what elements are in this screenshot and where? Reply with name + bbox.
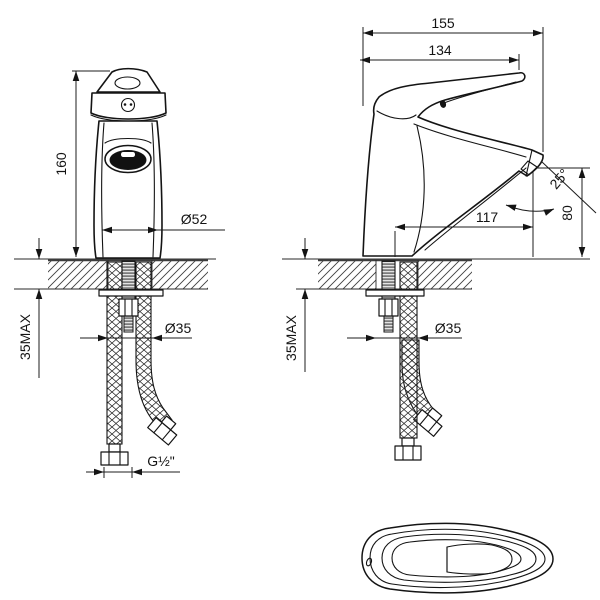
dim-height-label: 160 bbox=[53, 152, 69, 176]
dim-base-diameter-label: Ø52 bbox=[181, 211, 208, 227]
front-cap-band bbox=[90, 92, 167, 120]
hose-left bbox=[106, 261, 123, 445]
side-hose-front-nut bbox=[394, 445, 422, 461]
lever-indicator-dot bbox=[439, 100, 447, 108]
side-faucet-body bbox=[362, 71, 544, 257]
top-view-mark bbox=[365, 557, 373, 567]
front-nut bbox=[118, 298, 139, 317]
front-countertop bbox=[14, 258, 216, 290]
side-view: 155 134 117 80 25° bbox=[282, 15, 597, 461]
top-view bbox=[361, 522, 554, 594]
dim-thread-label: G½" bbox=[147, 453, 175, 469]
side-washer bbox=[365, 289, 425, 297]
top-view-lever-grip bbox=[446, 543, 513, 575]
hose-left-nut bbox=[100, 451, 129, 466]
front-mounting-stud bbox=[98, 260, 164, 333]
side-hose-front bbox=[399, 261, 418, 439]
dim-hole-diameter-label: Ø35 bbox=[165, 320, 192, 336]
front-dimensions: 160 Ø52 35MAX Ø35 G½" bbox=[17, 70, 225, 478]
dim-deck-thickness-label: 35MAX bbox=[17, 313, 33, 360]
side-mounting-stud bbox=[365, 260, 425, 333]
side-hoses bbox=[394, 261, 443, 461]
side-countertop bbox=[282, 258, 590, 290]
hose-left-collar bbox=[108, 443, 121, 453]
dim-spout-height-label: 80 bbox=[559, 205, 575, 221]
side-hose-rear-nut bbox=[413, 407, 443, 437]
side-nut bbox=[378, 298, 399, 317]
front-washer bbox=[98, 289, 164, 297]
handle-recess bbox=[114, 76, 141, 90]
dim-spout-reach-label: 117 bbox=[476, 209, 499, 225]
temp-indicator-button bbox=[120, 97, 136, 113]
dim-overall-length-label: 155 bbox=[431, 15, 455, 31]
hose-right-nut bbox=[147, 415, 178, 446]
aerator-hole bbox=[109, 150, 147, 170]
dim-side-deck-thickness-label: 35MAX bbox=[283, 314, 299, 361]
dim-handle-length-label: 134 bbox=[428, 42, 452, 58]
front-hoses bbox=[100, 261, 178, 466]
front-faucet-body bbox=[90, 67, 167, 259]
dim-side-hole-diameter-label: Ø35 bbox=[435, 320, 462, 336]
front-view: 160 Ø52 35MAX Ø35 G½" bbox=[14, 67, 225, 478]
front-handle bbox=[96, 67, 161, 93]
side-hose-collar bbox=[401, 437, 415, 447]
